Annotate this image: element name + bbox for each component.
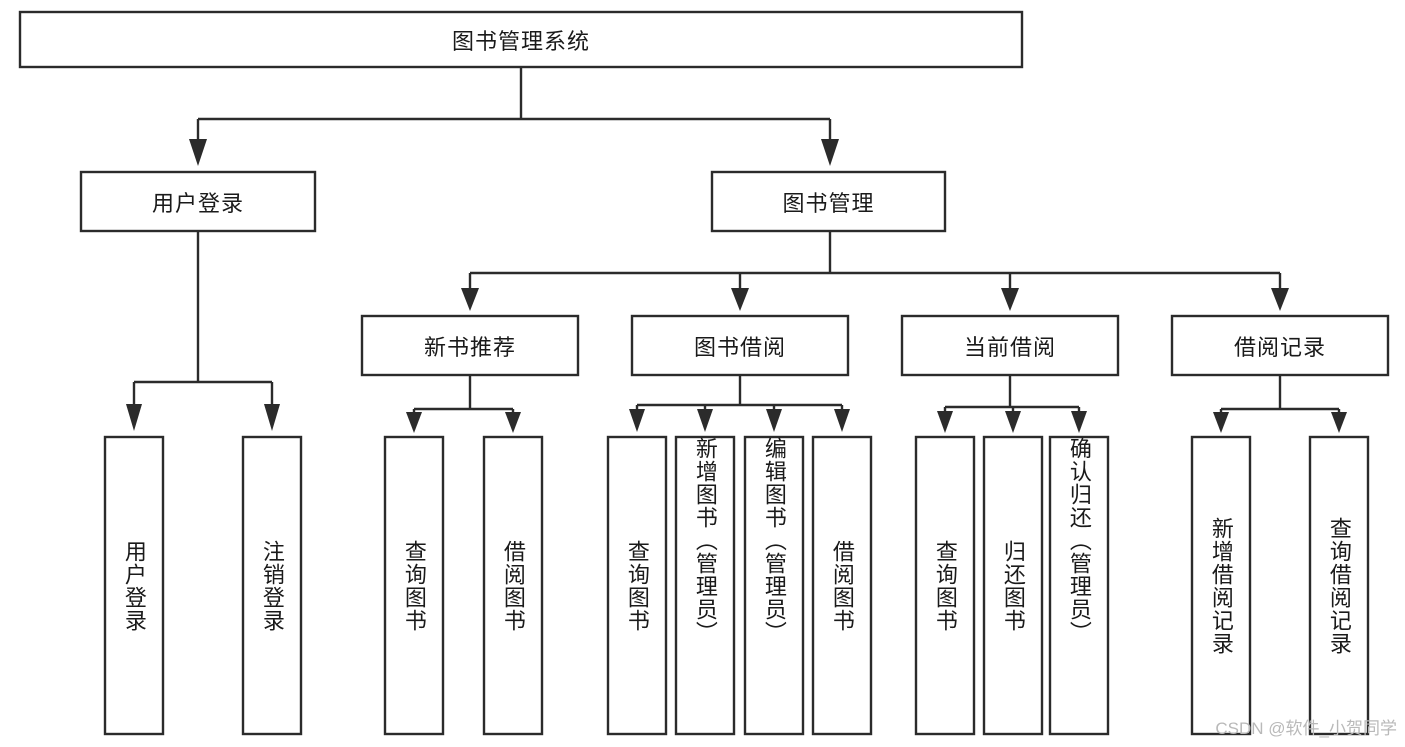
- arrow-head-leaf-rec-query-book: [406, 412, 422, 433]
- node-box-leaf-current-return-book[interactable]: [982, 435, 1044, 736]
- node-box-leaf-current-query-book[interactable]: [914, 435, 976, 736]
- node-box-book-manage[interactable]: [710, 170, 947, 233]
- arrow-head-book-borrow: [731, 288, 749, 311]
- arrow-head-leaf-record-add: [1213, 412, 1229, 433]
- node-box-borrow-record[interactable]: [1170, 314, 1390, 377]
- node-box-leaf-user-login[interactable]: [103, 435, 165, 736]
- arrow-head-new-book-rec: [461, 288, 479, 311]
- arrow-head-leaf-rec-borrow-book: [505, 412, 521, 433]
- node-box-layer: [18, 10, 1390, 736]
- node-box-leaf-borrow-query-book[interactable]: [606, 435, 668, 736]
- arrow-head-leaf-borrow-add-book: [697, 409, 713, 432]
- arrow-head-leaf-user-logout: [264, 404, 280, 431]
- arrow-head-book-manage: [821, 139, 839, 166]
- node-box-leaf-borrow-borrow-book[interactable]: [811, 435, 873, 736]
- node-box-leaf-borrow-add-book[interactable]: [674, 435, 736, 736]
- node-box-user-login[interactable]: [79, 170, 317, 233]
- node-box-leaf-rec-query-book[interactable]: [383, 435, 445, 736]
- node-box-book-borrow[interactable]: [630, 314, 850, 377]
- node-box-leaf-record-add[interactable]: [1190, 435, 1252, 736]
- node-box-leaf-borrow-edit-book[interactable]: [743, 435, 805, 736]
- arrow-head-leaf-current-confirm-return: [1071, 411, 1087, 433]
- arrow-head-leaf-borrow-borrow-book: [834, 409, 850, 432]
- node-box-root[interactable]: [18, 10, 1024, 69]
- node-box-current-borrow[interactable]: [900, 314, 1120, 377]
- arrow-head-leaf-user-login: [126, 404, 142, 431]
- node-box-leaf-rec-borrow-book[interactable]: [482, 435, 544, 736]
- arrow-head-leaf-current-query-book: [937, 411, 953, 433]
- node-box-leaf-record-query[interactable]: [1308, 435, 1370, 736]
- arrow-head-current-borrow: [1001, 288, 1019, 311]
- arrow-head-borrow-record: [1271, 288, 1289, 311]
- connector-layer: [126, 67, 1347, 433]
- node-box-leaf-current-confirm-return[interactable]: [1048, 435, 1110, 736]
- arrow-head-leaf-borrow-query-book: [629, 409, 645, 432]
- arrow-head-user-login: [189, 139, 207, 166]
- node-box-leaf-user-logout[interactable]: [241, 435, 303, 736]
- arrow-head-leaf-current-return-book: [1005, 411, 1021, 433]
- node-box-new-book-rec[interactable]: [360, 314, 580, 377]
- arrow-head-leaf-record-query: [1331, 412, 1347, 433]
- arrow-head-leaf-borrow-edit-book: [766, 409, 782, 432]
